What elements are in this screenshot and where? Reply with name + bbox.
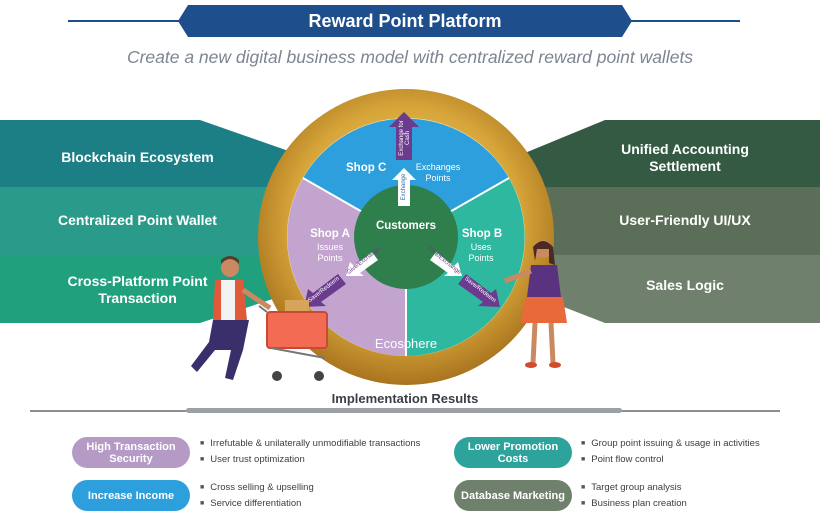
band-sales-logic: Sales Logic	[646, 276, 724, 293]
band-unified-accounting-label: Unified Accounting Settlement	[621, 141, 749, 174]
bullet-item: Irrefutable & unilaterally unmodifiable …	[200, 436, 420, 452]
title-line-left	[68, 20, 188, 22]
band-blockchain-ecosystem: Blockchain Ecosystem	[61, 148, 214, 165]
bullets-increase-income: Cross selling & upselling Service differ…	[200, 480, 314, 512]
band-user-friendly-ui: User-Friendly UI/UX	[619, 211, 751, 228]
bullet-item: Group point issuing & usage in activitie…	[581, 436, 759, 452]
bullet-item: Point flow control	[581, 452, 760, 468]
shop-b-desc: Uses Points	[468, 242, 494, 263]
arrow-give-exchange-right	[430, 252, 462, 276]
arrow-save-redeem-left	[304, 274, 346, 307]
right-band-3	[520, 255, 820, 323]
bullet-item: Cross selling & upselling	[200, 480, 314, 496]
band-unified-accounting: Unified Accounting Settlement	[600, 138, 770, 178]
bullet-item: Target group analysis	[581, 480, 687, 496]
implementation-divider-accent	[186, 408, 622, 413]
left-band-1	[0, 120, 300, 187]
pill-lower-promotion-costs-label: Lower Promotion Costs	[467, 440, 559, 465]
shop-a-desc: Issues Points	[316, 242, 343, 263]
bullets-lower-promotion-costs: Group point issuing & usage in activitie…	[581, 436, 760, 468]
title-banner	[178, 5, 632, 37]
shop-a-name: Shop A	[310, 228, 350, 240]
pill-database-marketing: Database Marketing	[454, 480, 572, 511]
arrow-give-exchange-left	[346, 252, 378, 276]
shop-b-name: Shop B	[461, 228, 503, 240]
bullets-database-marketing: Target group analysis Business plan crea…	[581, 480, 687, 512]
label-exchange-cash: Exchange for Cash	[399, 120, 411, 156]
customers-label: Customers	[375, 220, 437, 232]
arrow-exchange-cash	[389, 112, 419, 160]
pill-increase-income-label: Increase Income	[87, 489, 175, 502]
right-band-1	[520, 120, 820, 187]
bullet-item: Business plan creation	[581, 496, 687, 512]
right-band-2	[520, 187, 820, 255]
bullets-high-transaction-security: Irrefutable & unilaterally unmodifiable …	[200, 436, 420, 468]
bullet-item: User trust optimization	[200, 452, 420, 468]
pill-database-marketing-label: Database Marketing	[461, 489, 565, 502]
implementation-title: Implementation Results	[331, 391, 479, 406]
man-with-cart-illustration	[191, 256, 328, 381]
page-subtitle: Create a new digital business model with…	[126, 47, 694, 67]
label-exchange: Exchange	[401, 173, 407, 201]
pill-high-transaction-security: High Transaction Security	[72, 437, 190, 468]
arrow-exchange	[392, 168, 416, 206]
pill-lower-promotion-costs: Lower Promotion Costs	[454, 437, 572, 468]
pill-high-transaction-security-label: High Transaction Security	[86, 440, 176, 465]
customers-hub	[354, 185, 458, 289]
title-line-right	[622, 20, 740, 22]
band-cross-platform-label: Cross-Platform Point Transaction	[67, 273, 208, 306]
band-centralized-point-wallet: Centralized Point Wallet	[58, 211, 217, 228]
woman-illustration	[504, 240, 567, 368]
shop-c-desc: Exchanges Points	[415, 162, 461, 183]
shop-c-name: Shop C	[346, 162, 387, 174]
arrow-save-redeem-right	[458, 274, 500, 307]
left-band-2	[0, 187, 300, 255]
pill-increase-income: Increase Income	[72, 480, 190, 511]
bullet-item: Service differentiation	[200, 496, 314, 512]
band-cross-platform-transaction: Cross-Platform Point Transaction	[45, 270, 230, 310]
ecosphere-label: Ecosphere	[374, 336, 438, 351]
page-title: Reward Point Platform	[308, 11, 502, 31]
